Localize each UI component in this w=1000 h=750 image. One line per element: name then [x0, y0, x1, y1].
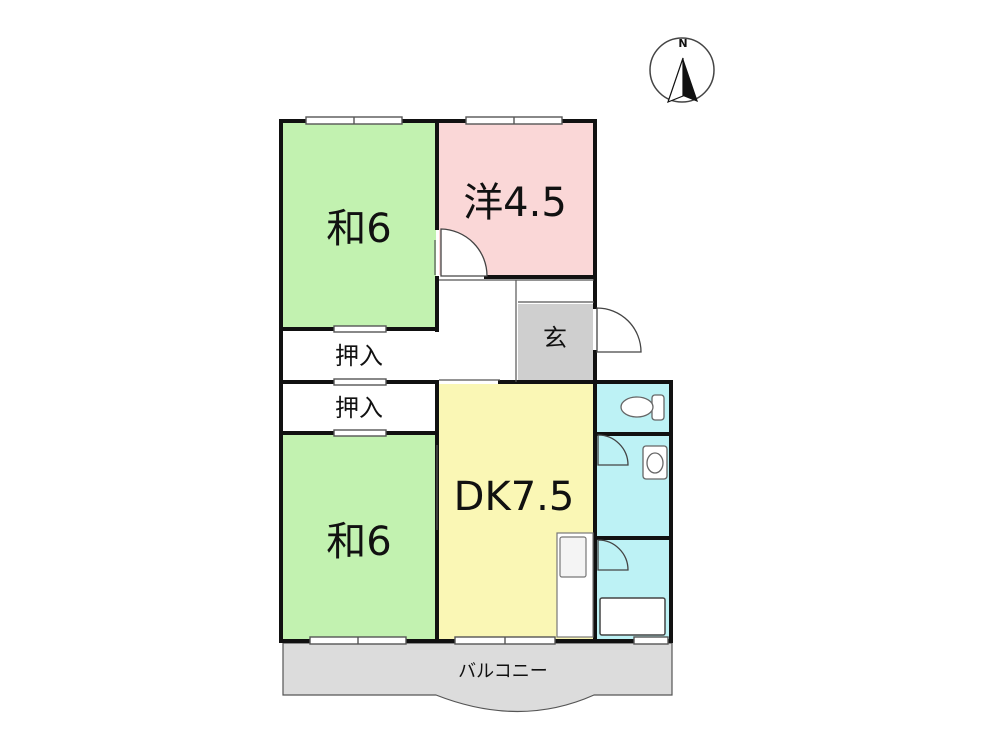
label-washitsu-south: 和6 [326, 519, 391, 565]
balcony: バルコニー [282, 642, 673, 713]
label-youshitsu: 洋4.5 [463, 180, 567, 226]
compass-north-icon: N [649, 37, 715, 104]
label-dk: DK7.5 [454, 474, 575, 520]
thin-partitions [434, 240, 594, 530]
washbasin-icon [642, 445, 668, 480]
toilet-icon [620, 394, 665, 421]
doors [440, 228, 642, 571]
room-washitsu-south [283, 435, 436, 639]
compass-label: N [678, 37, 687, 50]
room-oshiire-2 [283, 384, 436, 432]
room-oshiire-1 [283, 331, 436, 380]
windows [305, 116, 669, 645]
room-genkan [518, 304, 593, 381]
bathtub-icon [599, 597, 666, 636]
hallway [439, 278, 514, 381]
label-oshiire-1: 押入 [335, 342, 383, 370]
label-oshiire-2: 押入 [335, 394, 383, 422]
room-washitsu-north [283, 121, 436, 328]
balcony-label: バルコニー [458, 661, 548, 682]
label-genkan: 玄 [543, 324, 567, 352]
label-washitsu-north: 和6 [326, 206, 391, 252]
genkan-step [518, 280, 593, 302]
kitchen-counter-icon [556, 532, 594, 638]
